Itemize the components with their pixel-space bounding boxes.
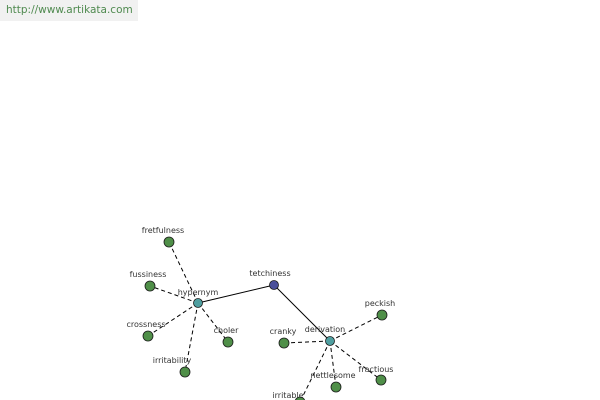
edge-hypernym-choler bbox=[197, 302, 229, 343]
graph-labels: fretfulness fussiness crossness irritabilit… bbox=[126, 226, 395, 400]
graph-nodes bbox=[142, 236, 388, 400]
relation-node-derivation[interactable] bbox=[325, 336, 335, 346]
edge-derivation-cranky bbox=[283, 340, 331, 344]
word-node-cranky-label: cranky bbox=[270, 327, 297, 336]
site-url-link[interactable]: http://www.artikata.com bbox=[0, 0, 138, 21]
edge-derivation-irritable bbox=[300, 340, 331, 400]
word-node-choler-label: choler bbox=[214, 326, 240, 335]
word-node-choler[interactable] bbox=[222, 336, 234, 348]
word-node-fretfulness-label: fretfulness bbox=[142, 226, 184, 235]
word-node-fussiness-label: fussiness bbox=[130, 270, 167, 279]
word-node-fractious[interactable] bbox=[375, 374, 387, 386]
word-node-nettlesome[interactable] bbox=[330, 381, 342, 393]
word-node-fractious-label: fractious bbox=[359, 365, 394, 374]
edge-hypernym-irritability bbox=[184, 302, 199, 373]
word-node-crossness-label: crossness bbox=[126, 320, 165, 329]
word-node-irritable-label: irritable bbox=[272, 391, 303, 400]
edge-hypernym-fussiness bbox=[149, 285, 199, 304]
word-node-irritable[interactable] bbox=[294, 396, 306, 400]
edge-derivation-nettlesome bbox=[329, 340, 337, 388]
relation-node-hypernym-label: hypernym bbox=[178, 288, 219, 297]
edge-hypernym-crossness bbox=[147, 302, 199, 337]
word-node-peckish[interactable] bbox=[376, 309, 388, 321]
word-node-fretfulness[interactable] bbox=[163, 236, 175, 248]
word-node-fussiness[interactable] bbox=[144, 280, 156, 292]
word-node-irritability[interactable] bbox=[179, 366, 191, 378]
edge-derivation-peckish bbox=[329, 314, 383, 342]
relation-node-derivation-label: derivation bbox=[305, 325, 345, 334]
word-node-cranky[interactable] bbox=[278, 337, 290, 349]
edge-center-derivation bbox=[273, 284, 331, 342]
edge-derivation-fractious bbox=[329, 340, 382, 381]
center-node-tetchiness-label: tetchiness bbox=[249, 269, 290, 278]
word-node-irritability-label: irritability bbox=[153, 356, 192, 365]
center-node-tetchiness[interactable] bbox=[269, 280, 279, 290]
word-node-peckish-label: peckish bbox=[365, 299, 396, 308]
word-node-crossness[interactable] bbox=[142, 330, 154, 342]
edge-hypernym-fretfulness bbox=[168, 241, 199, 304]
relation-node-hypernym[interactable] bbox=[193, 298, 203, 308]
word-node-nettlesome-label: nettlesome bbox=[310, 371, 355, 380]
graph-edges bbox=[147, 241, 383, 400]
edge-center-hypernym bbox=[197, 284, 275, 304]
